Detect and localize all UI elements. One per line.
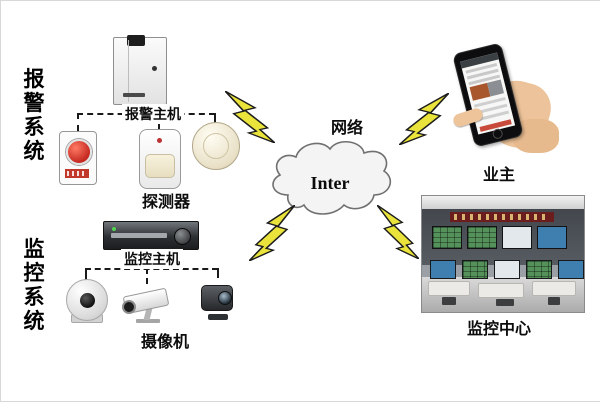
bullet-camera-base [136,319,160,323]
ptz-camera-base [208,314,228,320]
desk-monitor [462,260,488,279]
dvr-front-band [111,233,167,238]
dvr-device [103,221,199,250]
drop-to-panic-button [77,113,79,131]
cloud-shape-icon [272,141,392,215]
desk-equipment [548,297,560,305]
wall-monitor [432,226,462,249]
panic-button-device [59,131,97,185]
desk-equipment [496,299,514,306]
alarm-host-vent-slot [123,93,145,97]
camera-bus [85,268,218,270]
ceiling-sensor-device [192,122,240,170]
alarm-host-label: 报警主机 [122,104,184,124]
alarm-host-top-tab [127,35,145,46]
detectors-label: 探测器 [142,194,191,211]
drop-to-ptz-camera [217,268,219,278]
lightning-bolt-icon [399,93,449,145]
desk-monitor-row [430,260,584,279]
ceiling-sensor-ring [203,133,229,159]
bullet-camera-device [121,283,173,323]
alarm-system-title: 报警系统 [23,67,45,163]
wall-banner [450,212,554,222]
dome-camera-device [63,279,109,323]
ptz-camera-device [197,277,239,323]
internet-cloud: Inter [266,137,394,221]
desk-monitor [494,260,520,279]
desk-console [428,281,470,296]
panic-button-text-strip [65,169,89,178]
desk-monitor [526,260,552,279]
monitoring-center-photo [421,195,585,313]
wall-monitor-row [432,226,567,249]
wall-monitor [502,226,532,249]
smartphone [452,42,524,148]
desk-console [478,283,524,298]
screen-thumbnail [487,79,505,97]
surveillance-system-title: 监控系统 [23,237,45,333]
room-wall [422,209,584,265]
surveillance-host-label: 监控主机 [121,249,183,269]
panic-button-red-button [66,139,92,165]
phone-home-button [491,127,504,140]
network-label: 网络 [331,120,364,137]
ptz-camera-lens [218,291,232,305]
owner-phone-illustration [451,42,559,159]
alarm-host-door-seam [128,40,129,102]
dome-camera-lens [80,293,95,308]
lightning-bolt-icon [377,205,419,259]
drop-to-bullet-camera [146,268,148,284]
room-ceiling [422,196,584,210]
cloud-text: Inter [310,173,350,193]
drop-to-dome-camera [85,268,87,280]
lightning-bolt-icon [249,205,295,261]
cameras-label: 摄像机 [141,334,190,351]
desk-equipment [442,297,456,305]
alarm-host-device [113,35,167,105]
lightning-bolt-icon [225,91,275,143]
alarm-host-lock-dot [152,66,157,71]
pir-detector-device [139,129,181,189]
desk-console [532,281,576,296]
dvr-led [112,227,116,231]
monitoring-center-label: 监控中心 [467,321,532,338]
desk-monitor [558,260,584,279]
bullet-camera-lens [122,300,136,314]
control-desk [422,277,584,312]
pir-led [157,138,162,143]
pir-lens-window [145,154,175,178]
dvr-knob [174,228,191,245]
wall-monitor [467,226,497,249]
wall-monitor [537,226,567,249]
drop-to-round-sensor [214,113,216,123]
owner-label: 业主 [483,167,516,184]
desk-monitor [430,260,456,279]
